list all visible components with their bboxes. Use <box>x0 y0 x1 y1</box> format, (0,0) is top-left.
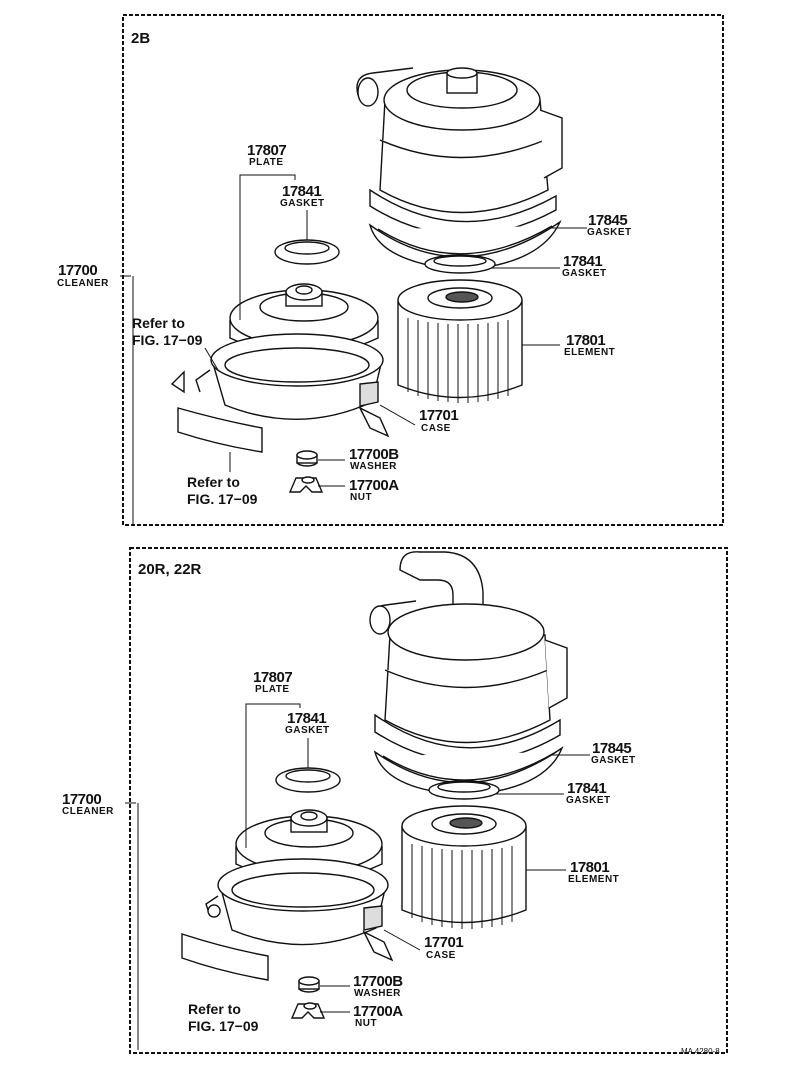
part-number-element: 17801 <box>566 332 606 349</box>
part-name-gasket-17845: GASKET <box>587 227 632 238</box>
panel-20r-22r <box>125 547 728 1054</box>
part-number-gasket-upper: 17841 <box>287 710 327 727</box>
washer-17700b <box>298 976 320 993</box>
part-name-cleaner: CLEANER <box>62 806 114 817</box>
part-name-gasket-17845: GASKET <box>591 755 636 766</box>
figure-reference-upper-line2: FIG. 17−09 <box>132 332 203 348</box>
figure-reference-upper-line1: Refer to <box>132 315 185 331</box>
part-number-cleaner: 17700 <box>62 791 102 808</box>
part-number-gasket-upper: 17841 <box>282 183 322 200</box>
part-number-nut: 17700A <box>349 477 399 494</box>
part-number-case: 17701 <box>424 934 464 951</box>
gasket-17841-lower <box>424 254 496 274</box>
part-number-plate: 17807 <box>253 669 293 686</box>
part-name-nut: NUT <box>355 1018 378 1029</box>
part-number-nut: 17700A <box>353 1003 403 1020</box>
part-name-washer: WASHER <box>354 988 401 999</box>
part-number-gasket-17845: 17845 <box>588 212 628 229</box>
case-17701 <box>170 333 390 438</box>
part-name-gasket-lower: GASKET <box>562 268 607 279</box>
panel-tag: 20R, 22R <box>138 561 202 578</box>
part-name-gasket-upper: GASKET <box>285 725 330 736</box>
part-number-plate: 17807 <box>247 142 287 159</box>
part-name-element: ELEMENT <box>564 347 616 358</box>
part-number-washer: 17700B <box>353 973 403 990</box>
cleaner-housing <box>356 67 563 271</box>
part-name-washer: WASHER <box>350 461 397 472</box>
panel-frame <box>122 14 724 526</box>
part-number-cleaner: 17700 <box>58 262 98 279</box>
part-name-plate: PLATE <box>255 684 290 695</box>
leader-lines <box>125 703 590 1050</box>
part-name-cleaner: CLEANER <box>57 278 109 289</box>
figure-reference-lower-line1: Refer to <box>188 1001 241 1017</box>
figure-reference-lower-line1: Refer to <box>187 474 240 490</box>
cleaner-housing <box>369 551 568 796</box>
drawing-code: MA 4280-8 <box>681 1047 720 1056</box>
gasket-17841-upper <box>275 767 341 793</box>
part-number-gasket-lower: 17841 <box>567 780 607 797</box>
panel-frame <box>129 547 728 1054</box>
nut-17700a <box>288 476 324 493</box>
part-name-gasket-lower: GASKET <box>566 795 611 806</box>
figure-reference-lower-line2: FIG. 17−09 <box>187 491 258 507</box>
part-number-gasket-lower: 17841 <box>563 253 603 270</box>
washer-17700b <box>296 450 318 467</box>
figure-reference-lower-line2: FIG. 17−09 <box>188 1018 259 1034</box>
gasket-17841-lower <box>428 780 500 800</box>
leader-lines <box>120 174 587 525</box>
seal-strip <box>177 407 263 453</box>
part-name-case: CASE <box>426 950 456 961</box>
element-17801 <box>397 279 523 403</box>
part-number-washer: 17700B <box>349 446 399 463</box>
nut-17700a <box>290 1002 326 1019</box>
part-name-case: CASE <box>421 423 451 434</box>
part-name-plate: PLATE <box>249 157 284 168</box>
gasket-17841-upper <box>274 239 340 265</box>
part-name-gasket-upper: GASKET <box>280 198 325 209</box>
part-number-gasket-17845: 17845 <box>592 740 632 757</box>
element-17801 <box>401 805 527 929</box>
case-17701 <box>205 858 394 962</box>
part-number-element: 17801 <box>570 859 610 876</box>
part-name-nut: NUT <box>350 492 373 503</box>
panel-tag: 2B <box>131 30 151 47</box>
part-name-element: ELEMENT <box>568 874 620 885</box>
part-number-case: 17701 <box>419 407 459 424</box>
seal-strip <box>181 933 269 981</box>
panel-2b <box>120 14 724 526</box>
